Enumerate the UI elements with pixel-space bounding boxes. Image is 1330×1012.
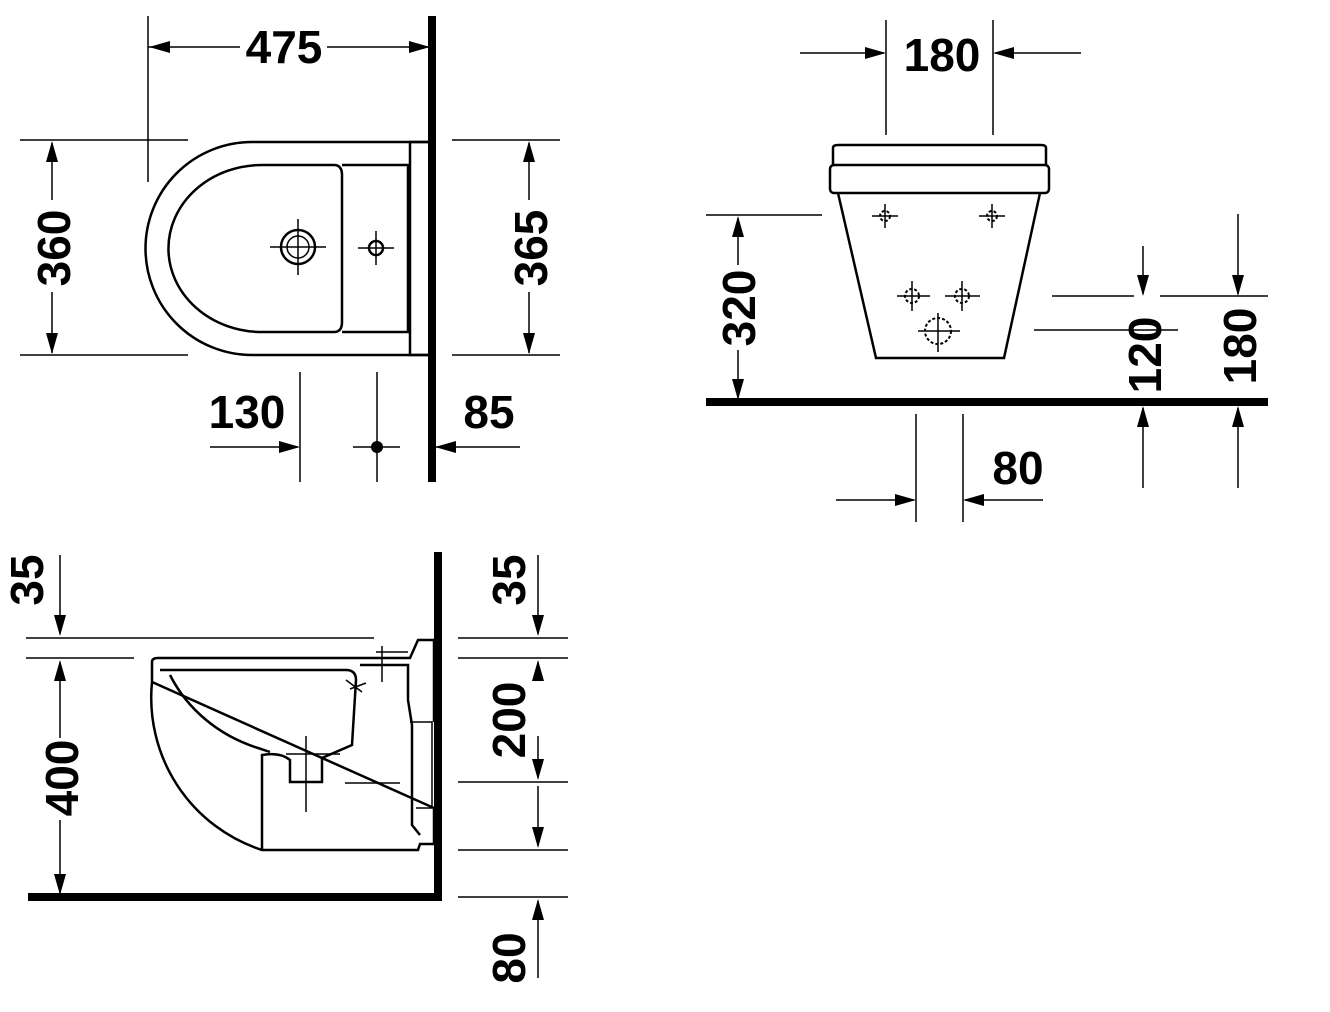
- top-view-back-plate: [408, 140, 432, 357]
- top-view-bidet-outline: [144, 140, 430, 357]
- dim-height-400: 400: [36, 740, 88, 817]
- top-view-centre-mark: [371, 441, 383, 453]
- front-view-rim: [828, 163, 1051, 195]
- dim-offset-130: 130: [209, 386, 286, 438]
- front-view: 180 320 120 180 80: [706, 20, 1268, 522]
- dim-fixing-180: 180: [904, 29, 981, 81]
- dim-rim-35-left: 35: [1, 554, 53, 605]
- dim-fixing-height-180: 180: [1214, 308, 1266, 385]
- side-view-bidet-section: [150, 638, 436, 852]
- side-view-bowl: [160, 668, 358, 850]
- side-view: 35 400 35 200 80: [1, 552, 568, 984]
- dim-rim-35-right: 35: [483, 554, 535, 605]
- front-view-lid: [831, 143, 1048, 165]
- dim-width-475: 475: [246, 21, 323, 73]
- top-view-deck: [342, 163, 410, 334]
- front-view-fixing-marks: [872, 204, 1005, 352]
- top-view: 475 360 365 130 85: [20, 16, 560, 482]
- dim-depth-360: 360: [28, 210, 80, 287]
- dim-waste-80: 80: [992, 442, 1043, 494]
- top-view-bowl-inner: [167, 163, 344, 334]
- dim-height-320: 320: [713, 270, 765, 347]
- front-view-body: [836, 192, 1042, 360]
- dim-floor-80: 80: [483, 932, 535, 983]
- dim-offset-85: 85: [463, 386, 514, 438]
- dim-span-200: 200: [483, 682, 535, 759]
- dim-depth-365: 365: [505, 210, 557, 287]
- dim-supply-120: 120: [1119, 317, 1171, 394]
